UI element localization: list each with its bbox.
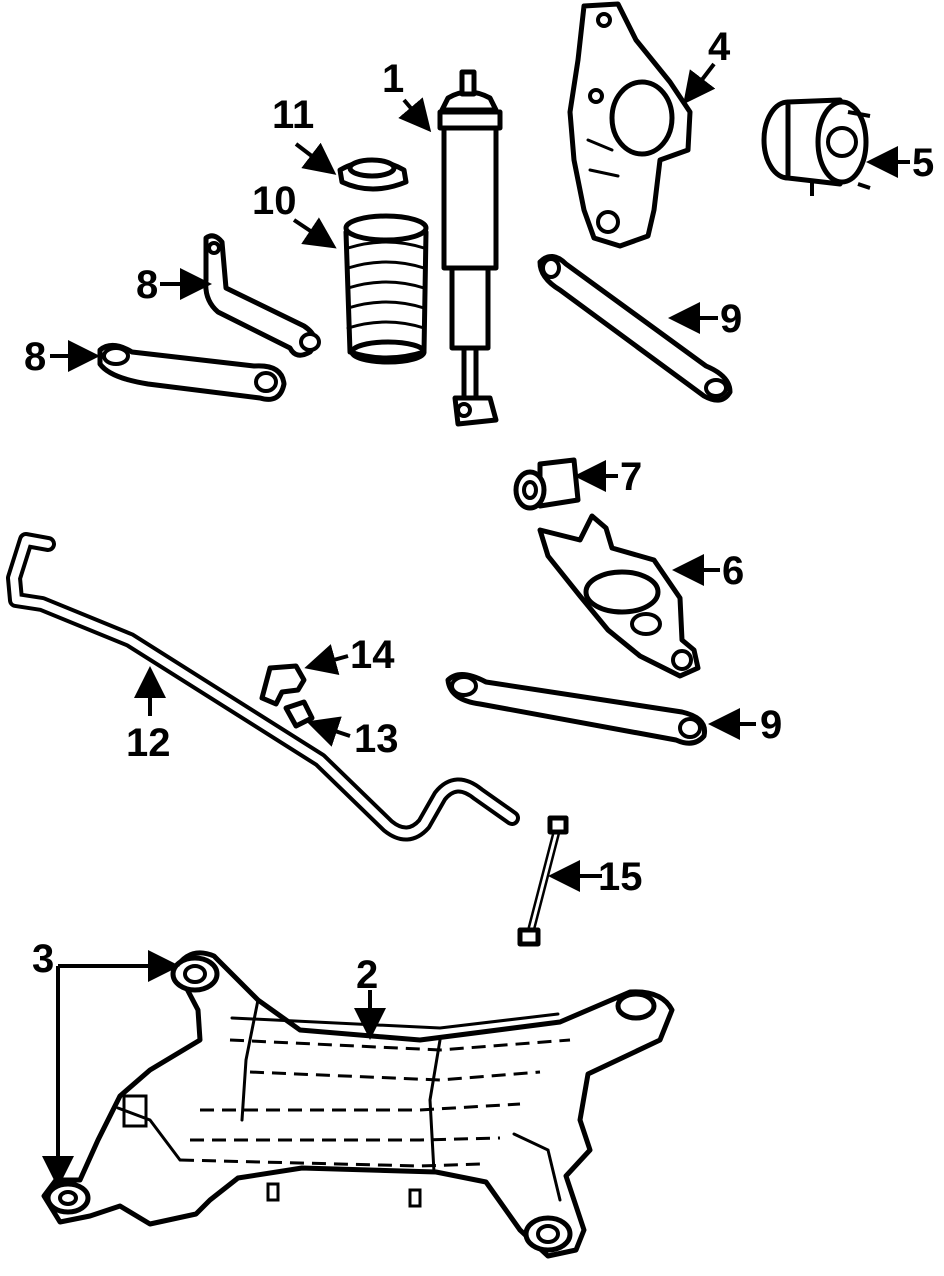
callout-14: 14 [350, 633, 395, 677]
upper-control-arm-top [203, 233, 321, 358]
stabilizer-bracket [259, 663, 307, 707]
callout-2: 2 [356, 953, 378, 997]
callout-5: 5 [912, 141, 934, 185]
crossmember-subframe [41, 950, 675, 1259]
callout-10: 10 [252, 179, 297, 223]
callout-8-lower: 8 [24, 335, 46, 379]
leader-14 [304, 644, 349, 675]
bushing [513, 457, 581, 511]
callout-13: 13 [354, 717, 399, 761]
callout-4: 4 [708, 25, 731, 69]
leader-11 [294, 142, 337, 175]
lateral-link-upper [537, 254, 733, 403]
callout-9-upper: 9 [720, 297, 742, 341]
callout-labels: 1 2 3 4 5 6 7 8 8 9 9 10 11 12 13 14 15 [24, 25, 934, 997]
callout-12: 12 [126, 721, 171, 765]
callout-3: 3 [32, 937, 54, 981]
leader-10 [292, 217, 337, 249]
callout-11: 11 [272, 93, 314, 137]
steering-knuckle [567, 1, 693, 249]
leader-lines [42, 62, 910, 1188]
callout-8-upper: 8 [136, 263, 158, 307]
lower-control-arm [537, 513, 701, 679]
hub-bearing [761, 97, 871, 196]
callout-7: 7 [620, 455, 642, 499]
callout-15: 15 [598, 855, 643, 899]
coil-spring [343, 213, 429, 365]
shock-absorber [437, 69, 503, 427]
stabilizer-bar [6, 532, 520, 842]
callout-1: 1 [382, 57, 404, 101]
spring-seat [337, 157, 409, 192]
lateral-link-lower [445, 672, 708, 746]
callout-9-lower: 9 [760, 703, 782, 747]
stabilizer-link [517, 815, 569, 947]
upper-control-arm-bottom [97, 343, 287, 402]
callout-6: 6 [722, 549, 744, 593]
leader-4 [683, 62, 716, 105]
leader-13 [306, 716, 351, 747]
leader-1 [398, 97, 432, 133]
stabilizer-bushing [283, 699, 315, 729]
